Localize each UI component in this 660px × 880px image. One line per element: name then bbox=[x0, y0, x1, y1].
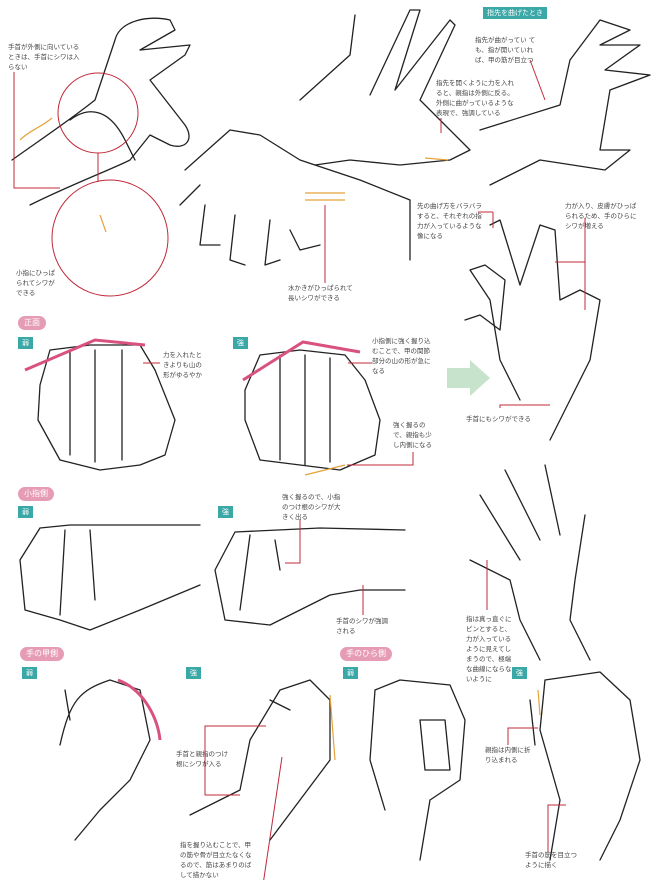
webbing-note: 水かきがひっぱられて 長いシワができる bbox=[288, 284, 353, 302]
strong-tag: 強 bbox=[233, 337, 248, 349]
wrist-thumb-note: 手首と親指のつけ 根にシワが入る bbox=[176, 750, 228, 768]
wrist-emphasis-note: 手首のシワが強調 される bbox=[336, 617, 388, 635]
straight-finger-note: 指は真っ直ぐに ピンとすると、 力が入っている ように見えてし まうので、極端 … bbox=[466, 615, 512, 683]
fist-palm-weak bbox=[369, 679, 466, 861]
front-strong-note: 小指側に強く握り込 むことで、甲の関節 部分の山の形が急に なる bbox=[372, 337, 431, 375]
weak-tag: 弱 bbox=[343, 667, 358, 679]
wrist-tendon-note: 手首の筋を目立つ ように描く bbox=[525, 851, 577, 869]
hand-sketch-spread bbox=[299, 9, 471, 166]
weak-tag: 弱 bbox=[18, 506, 33, 518]
section-palm-side: 手のひら側 bbox=[340, 647, 392, 661]
weak-tag: 弱 bbox=[22, 667, 37, 679]
strong-tag: 強 bbox=[218, 506, 233, 518]
wrist-outward-note: 手首が外側に向いている ときは、手首にシワは入 らない bbox=[8, 43, 80, 71]
hand-sketch-palm-varied bbox=[464, 219, 601, 441]
fist-back-weak bbox=[59, 679, 151, 841]
tendon-visible-note: 指先が曲がってい て も、指が開いていれ ば、甲の筋が目立つ bbox=[475, 36, 536, 64]
section-front: 正面 bbox=[18, 316, 46, 330]
strong-tag: 強 bbox=[512, 667, 527, 679]
fist-palm-strong bbox=[529, 671, 641, 861]
hand-sketch-open-palm bbox=[469, 464, 591, 661]
hand-sketch-claw-middle bbox=[179, 129, 411, 266]
next-arrow-icon bbox=[447, 360, 490, 396]
fist-pinky-side-weak bbox=[19, 524, 201, 631]
pinky-base-note: 強く握るので、小指 のつけ根のシワが大 きく出る bbox=[282, 493, 341, 521]
bent-fingertips-tag: 指先を曲げたとき bbox=[483, 7, 547, 19]
section-pinky-side: 小指側 bbox=[18, 487, 54, 501]
front-weak-note: 力を入れたと きよりも山の 形がゆるやか bbox=[163, 351, 202, 379]
hand-sketch-claw-left bbox=[11, 17, 191, 206]
wrist-wrinkle-note: 手首にもシワができる bbox=[466, 415, 531, 423]
fist-pinky-side-strong bbox=[214, 527, 406, 626]
weak-tag: 弱 bbox=[18, 337, 33, 349]
thumb-reflex-note: 指先を開くように力を入れ ると、親指は外側に反る。 外側に曲がっているような 表… bbox=[436, 79, 514, 117]
thumb-fold-note: 親指は内側に折 り込まれる bbox=[485, 746, 531, 764]
fist-front-weak bbox=[37, 344, 176, 471]
fist-back-strong bbox=[189, 679, 331, 841]
back-tendon-note: 指を握り込むことで、甲 の筋や骨が目立たなくな るので、筋はあまりのば して描か… bbox=[180, 841, 252, 879]
front-thumb-note: 強く握るの で、親指も少 し内側になる bbox=[393, 421, 432, 449]
strong-tag: 強 bbox=[186, 667, 201, 679]
pinky-pull-note: 小指にひっぱ られてシワが できる bbox=[16, 269, 55, 297]
varied-bend-note: 先の曲げ方をバラバラ すると、それぞれの指 力が入っているような 像になる bbox=[417, 202, 482, 240]
hand-sketch-bent-fingers bbox=[479, 19, 651, 186]
section-back-of-hand: 手の甲側 bbox=[20, 647, 64, 661]
fist-front-strong bbox=[244, 349, 381, 471]
palm-wrinkle-note: 力が入り、皮膚がひっぱ られるため、手のひらに シワが増える bbox=[565, 202, 637, 230]
